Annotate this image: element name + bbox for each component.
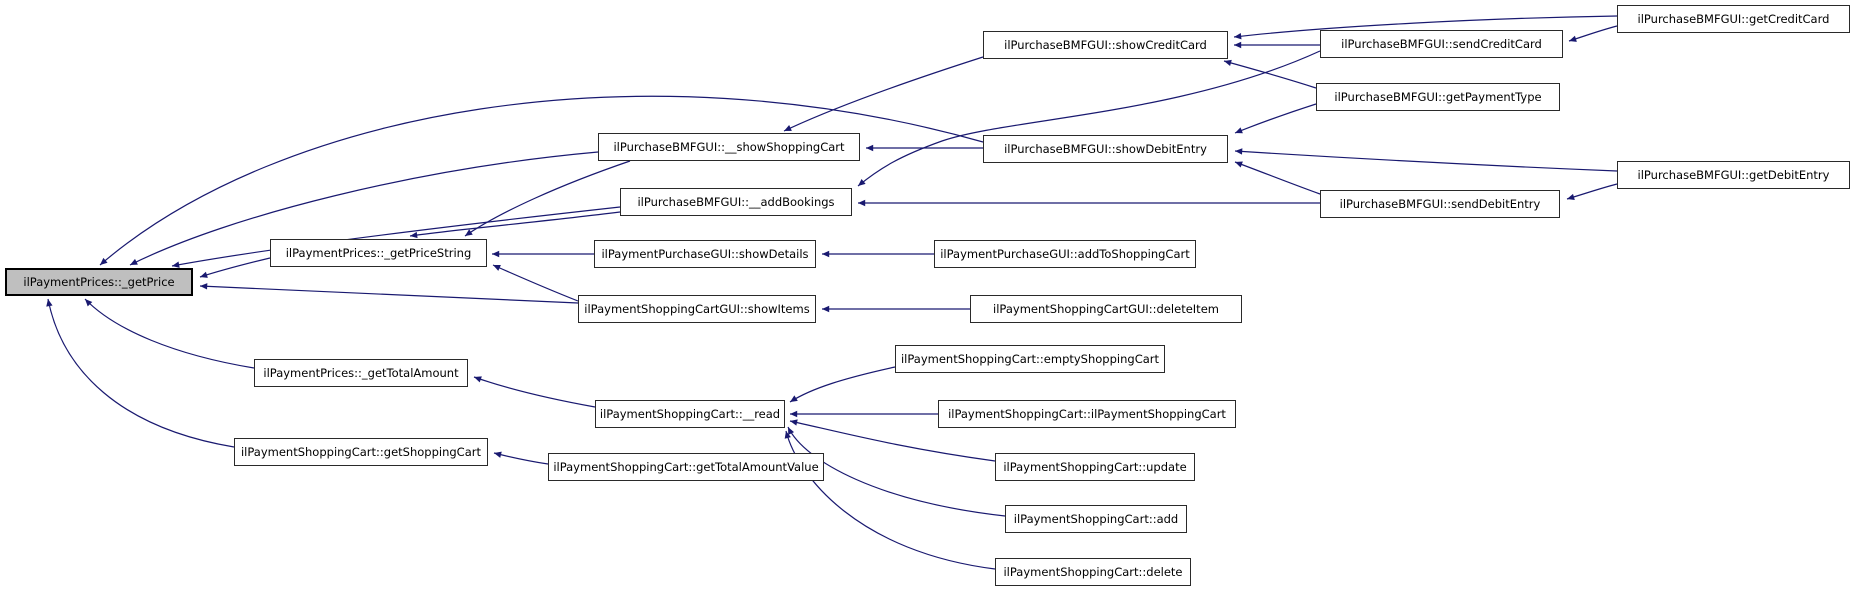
node-getDebitEntry[interactable]: ilPurchaseBMFGUI::getDebitEntry bbox=[1617, 161, 1850, 189]
edge-showItems-getPrice bbox=[199, 283, 579, 304]
node-showDetails[interactable]: ilPaymentPurchaseGUI::showDetails bbox=[594, 240, 816, 268]
edge-getPriceString-getPrice bbox=[199, 257, 271, 278]
node-addBookings[interactable]: ilPurchaseBMFGUI::__addBookings bbox=[620, 188, 852, 216]
node-sendDebitEntry[interactable]: ilPurchaseBMFGUI::sendDebitEntry bbox=[1320, 190, 1560, 218]
edge-getCreditCard-sendCreditCard bbox=[1568, 25, 1618, 42]
node-showItems[interactable]: ilPaymentShoppingCartGUI::showItems bbox=[578, 295, 816, 323]
node-getCreditCard[interactable]: ilPurchaseBMFGUI::getCreditCard bbox=[1617, 5, 1850, 33]
node-deleteItem[interactable]: ilPaymentShoppingCartGUI::deleteItem bbox=[970, 295, 1242, 323]
edge-update-read bbox=[789, 419, 996, 462]
edge-del-read bbox=[784, 430, 996, 570]
node-read[interactable]: ilPaymentShoppingCart::__read bbox=[595, 400, 785, 428]
node-getPriceString[interactable]: ilPaymentPrices::_getPriceString bbox=[270, 239, 487, 267]
node-getShoppingCart[interactable]: ilPaymentShoppingCart::getShoppingCart bbox=[234, 438, 488, 466]
edge-getPaymentType-showDebitEntry bbox=[1234, 103, 1317, 134]
edge-showDebitEntry-getPrice bbox=[99, 95, 984, 266]
edge-showShoppingCart-getPrice bbox=[129, 151, 599, 266]
edge-sendDebitEntry-showDebitEntry bbox=[1234, 161, 1321, 195]
node-emptyShoppingCart[interactable]: ilPaymentShoppingCart::emptyShoppingCart bbox=[895, 345, 1165, 373]
edge-showShoppingCart-getPriceString bbox=[464, 160, 631, 237]
node-showCreditCard[interactable]: ilPurchaseBMFGUI::showCreditCard bbox=[983, 31, 1228, 59]
node-addToShoppingCart[interactable]: ilPaymentPurchaseGUI::addToShoppingCart bbox=[934, 240, 1196, 268]
node-getPaymentType[interactable]: ilPurchaseBMFGUI::getPaymentType bbox=[1316, 83, 1560, 111]
edge-read-getTotalAmount bbox=[473, 376, 596, 408]
node-update[interactable]: ilPaymentShoppingCart::update bbox=[995, 453, 1195, 481]
edge-showCreditCard-showShoppingCart bbox=[783, 56, 984, 132]
edge-addBookings-getPriceString bbox=[409, 211, 621, 239]
edge-getCreditCard-showCreditCard bbox=[1233, 15, 1618, 40]
edge-getDebitEntry-sendDebitEntry bbox=[1566, 183, 1618, 201]
node-sendCreditCard[interactable]: ilPurchaseBMFGUI::sendCreditCard bbox=[1320, 30, 1563, 58]
edge-getTotalAmountValue-getShoppingCart bbox=[493, 451, 549, 465]
node-getTotalAmount[interactable]: ilPaymentPrices::_getTotalAmount bbox=[254, 359, 468, 387]
edge-getShoppingCart-getPrice bbox=[46, 298, 235, 448]
node-showDebitEntry[interactable]: ilPurchaseBMFGUI::showDebitEntry bbox=[983, 135, 1228, 163]
edge-getDebitEntry-showDebitEntry bbox=[1234, 148, 1618, 172]
node-del[interactable]: ilPaymentShoppingCart::delete bbox=[995, 558, 1191, 586]
edge-showItems-getPriceString bbox=[492, 264, 579, 302]
edge-getTotalAmount-getPrice bbox=[84, 298, 255, 369]
node-getTotalAmountValue[interactable]: ilPaymentShoppingCart::getTotalAmountVal… bbox=[548, 453, 824, 481]
edge-addBookings-getPrice bbox=[171, 206, 621, 268]
node-showShoppingCart[interactable]: ilPurchaseBMFGUI::__showShoppingCart bbox=[598, 133, 860, 161]
edge-add-read bbox=[787, 426, 1006, 517]
node-getPrice[interactable]: ilPaymentPrices::_getPrice bbox=[5, 268, 193, 296]
edge-emptyShoppingCart-read bbox=[789, 366, 896, 403]
node-ctor[interactable]: ilPaymentShoppingCart::ilPaymentShopping… bbox=[938, 400, 1236, 428]
edge-sendCreditCard-addBookings bbox=[857, 50, 1321, 187]
edge-getPaymentType-showCreditCard bbox=[1223, 59, 1317, 89]
node-add[interactable]: ilPaymentShoppingCart::add bbox=[1005, 505, 1187, 533]
